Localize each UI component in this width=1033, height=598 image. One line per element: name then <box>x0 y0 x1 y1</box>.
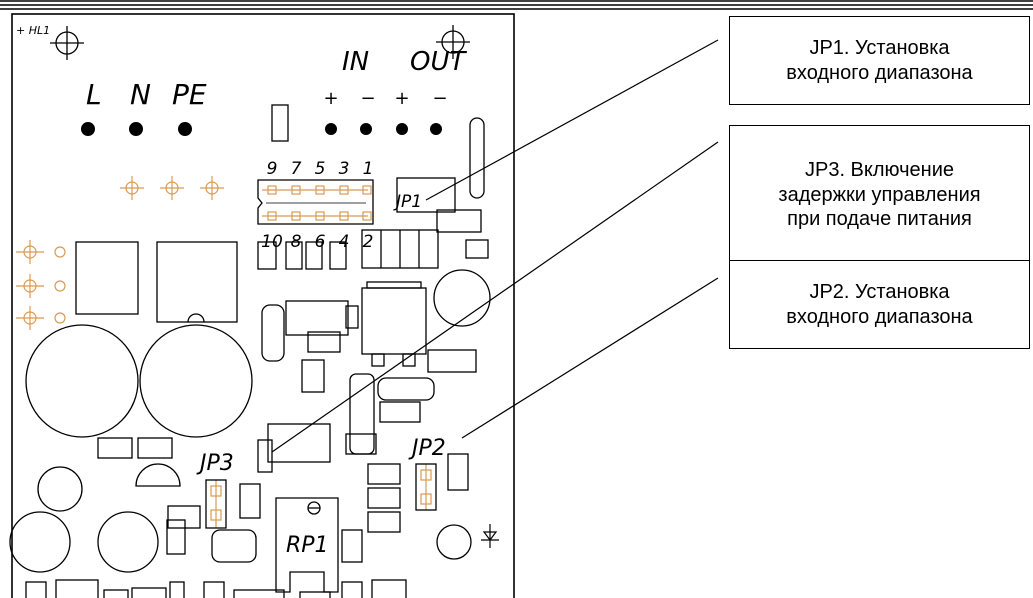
polarity-label: + <box>323 88 338 109</box>
callout-jp1-text: JP1. Установка входного диапазона <box>786 37 973 84</box>
pin-label: 3 <box>339 159 350 179</box>
jp1-header <box>257 179 374 225</box>
mounting-hole-right <box>436 25 470 59</box>
callout-jp3-text: JP3. Включение задержки управления при п… <box>778 159 981 231</box>
mounting-hole-left <box>50 26 84 60</box>
terminal-label-pe: PE <box>172 78 207 111</box>
jp2-label: JP2 <box>408 436 446 461</box>
rp1-label: RP1 <box>286 533 329 558</box>
hl1-label: + HL1 <box>16 24 50 37</box>
in-label: IN <box>342 47 369 77</box>
pin-label: 10 <box>261 232 283 252</box>
pin-label: 8 <box>291 232 302 252</box>
top-border <box>0 0 1033 10</box>
polarity-label: − <box>432 88 447 109</box>
jp3-label: JP3 <box>196 451 234 476</box>
jp1-label: JP1 <box>393 192 422 212</box>
pin-label: 1 <box>363 159 374 179</box>
out-label: OUT <box>410 47 467 77</box>
callout-jp1: JP1. Установка входного диапазона <box>729 16 1030 105</box>
jp3-header <box>205 479 227 529</box>
callout-jp2: JP2. Установка входного диапазона <box>729 260 1030 349</box>
terminal-label-n: N <box>130 78 151 111</box>
board-outline <box>11 13 515 598</box>
leader-lines <box>271 39 719 453</box>
pin-label: 4 <box>339 232 350 252</box>
pin-label: 5 <box>315 159 326 179</box>
terminal-label-l: L <box>86 78 102 111</box>
pin-label: 9 <box>267 159 278 179</box>
pin-label: 2 <box>363 232 374 252</box>
polarity-label: − <box>360 88 375 109</box>
diode-icon <box>481 524 499 548</box>
jp2-header <box>415 463 437 511</box>
pin-label: 6 <box>315 232 326 252</box>
pin-label: 7 <box>291 159 302 179</box>
terminal-dots <box>81 122 442 136</box>
polarity-label: + <box>394 88 409 109</box>
callout-jp3: JP3. Включение задержки управления при п… <box>729 125 1030 265</box>
callout-jp2-text: JP2. Установка входного диапазона <box>786 281 973 328</box>
